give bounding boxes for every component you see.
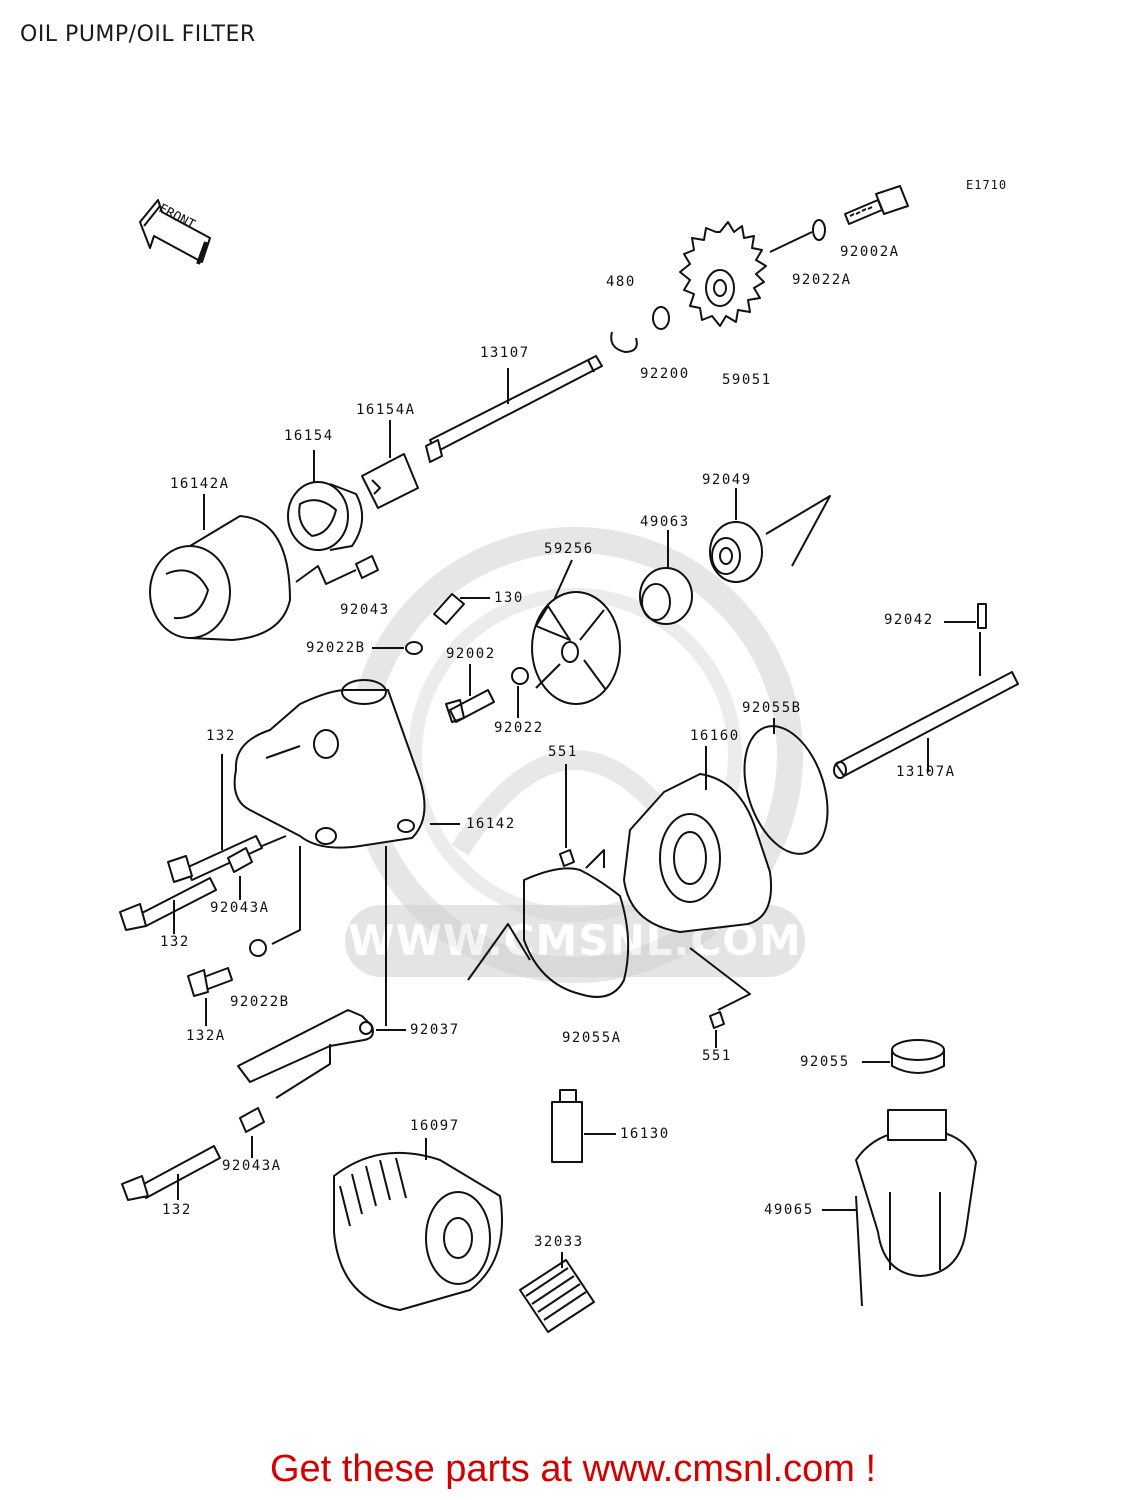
part-label-551-top[interactable]: 551 [548,744,578,760]
part-label-92055a[interactable]: 92055A [562,1030,622,1046]
part-label-130[interactable]: 130 [494,590,524,606]
part-label-132-bottom[interactable]: 132 [162,1202,192,1218]
spring-32033 [519,1259,595,1333]
part-label-49065[interactable]: 49065 [764,1202,814,1218]
washer-92200 [652,306,670,330]
shaft-13107 [425,355,603,463]
part-label-132-mid[interactable]: 132 [160,934,190,950]
cap-92055 [891,1039,945,1074]
gasket-92055a [523,867,630,998]
washer-92022b-bottom [249,939,267,957]
strainer-49065 [855,1109,977,1307]
impeller-59256 [531,591,621,705]
part-label-92043a-top[interactable]: 92043A [210,900,270,916]
pin-551-top [559,849,575,867]
part-16154a [361,453,419,509]
part-label-16097[interactable]: 16097 [410,1118,460,1134]
part-label-92002[interactable]: 92002 [446,646,496,662]
bolt-92002a [844,185,909,225]
part-label-92022b-bottom[interactable]: 92022B [230,994,290,1010]
part-label-551-bottom[interactable]: 551 [702,1048,732,1064]
washer-92022 [511,667,529,685]
pin-92043a-bottom [239,1107,265,1133]
bolt-132-mid [119,877,217,931]
part-label-92022b-top[interactable]: 92022B [306,640,366,656]
part-label-92002a[interactable]: 92002A [840,244,900,260]
washer-92022a [812,219,826,241]
part-label-49063[interactable]: 49063 [640,514,690,530]
oring-92055b [743,725,829,855]
bolt-92002 [445,689,495,723]
pipe-16130 [551,1089,583,1163]
part-label-92022[interactable]: 92022 [494,720,544,736]
bolt-132-bottom [121,1145,221,1201]
sprocket-59051 [679,221,767,327]
part-label-92049[interactable]: 92049 [702,472,752,488]
part-label-132a[interactable]: 132A [186,1028,226,1044]
bolt-130 [433,593,490,625]
part-label-92200[interactable]: 92200 [640,366,690,382]
rotor-16154 [287,481,363,551]
cover-16160 [623,773,772,933]
part-label-16154[interactable]: 16154 [284,428,334,444]
pin-92043a-top [227,847,253,873]
front-arrow-icon [139,199,211,265]
part-label-92043[interactable]: 92043 [340,602,390,618]
part-label-92055b[interactable]: 92055B [742,700,802,716]
bolt-132-top [167,835,263,883]
part-label-16142[interactable]: 16142 [466,816,516,832]
part-label-92037[interactable]: 92037 [410,1022,460,1038]
part-label-132-top[interactable]: 132 [206,728,236,744]
washer-92022b-top [405,641,423,655]
rotor-16142a [149,515,291,641]
seal-49063 [639,567,693,625]
part-label-92055[interactable]: 92055 [800,1054,850,1070]
diagram-code: E1710 [966,178,1008,192]
pin-551-bottom [709,1011,725,1029]
part-label-92042[interactable]: 92042 [884,612,934,628]
part-label-13107[interactable]: 13107 [480,345,530,361]
footer-link[interactable]: Get these parts at www.cmsnl.com ! [269,1448,877,1490]
part-label-16130[interactable]: 16130 [620,1126,670,1142]
pin-92043 [355,555,379,579]
part-label-13107a[interactable]: 13107A [896,764,956,780]
bolt-132a [187,967,233,997]
oil-filter-16097 [333,1151,503,1311]
pump-body-16142 [233,679,426,849]
bracket-92037 [237,1009,374,1083]
part-label-16160[interactable]: 16160 [690,728,740,744]
shaft-13107a [833,671,1019,779]
page-title: OIL PUMP/OIL FILTER [20,22,256,47]
part-label-16154a[interactable]: 16154A [356,402,416,418]
pin-92042 [977,603,987,629]
part-label-92022a[interactable]: 92022A [792,272,852,288]
part-label-59051[interactable]: 59051 [722,372,772,388]
part-label-480[interactable]: 480 [606,274,636,290]
bearing-92049 [709,521,763,583]
part-label-59256[interactable]: 59256 [544,541,594,557]
part-label-92043a-bottom[interactable]: 92043A [222,1158,282,1174]
clip-480 [610,331,638,353]
part-label-32033[interactable]: 32033 [534,1234,584,1250]
part-label-16142a[interactable]: 16142A [170,476,230,492]
